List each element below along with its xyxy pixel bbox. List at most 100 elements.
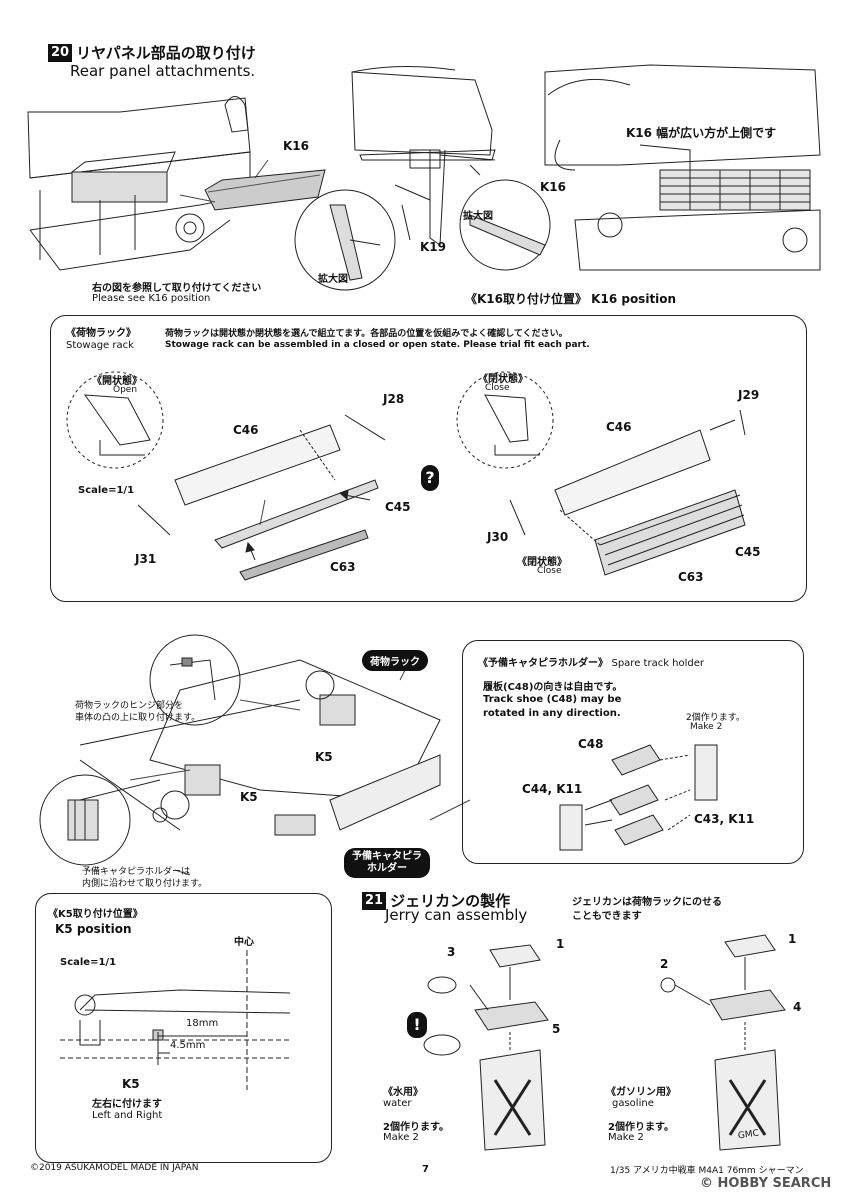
step-number: 20: [48, 43, 73, 62]
part-1-b: 1: [788, 932, 797, 946]
k5-label: K5: [122, 1077, 140, 1091]
open-label-jp: 《開状態》: [92, 376, 142, 387]
label-k16: K16: [283, 139, 309, 153]
jerrycan-water: [423, 944, 549, 1151]
rear-hull-left-drawing: [27, 96, 326, 271]
k5-lr-en: Left and Right: [92, 1110, 163, 1121]
spare-track-panel: [462, 640, 804, 864]
step-title-jp: リヤパネル部品の取り付け: [76, 44, 256, 62]
spare-track-note-jp: 履板(C48)の向きは自由です。: [483, 682, 623, 693]
step21-number: 21: [362, 891, 387, 910]
part-2: 2: [660, 957, 669, 971]
k5-lr-jp: 左右に付けます: [92, 1099, 162, 1110]
footer-copyright: ©2019 ASUKAMODEL MADE IN JAPAN: [30, 1163, 199, 1173]
spare-track-note-en-1: Track shoe (C48) may be: [483, 694, 622, 705]
spare-track-note-en-2: rotated in any direction.: [483, 708, 621, 719]
label-c48: C48: [578, 737, 604, 751]
label-k19: K19: [420, 240, 446, 254]
label-c43-k11: C43, K11: [694, 812, 755, 826]
k16-position-label: 《K16取り付け位置》 K16 position: [465, 292, 677, 306]
step21-header: 21 ジェリカンの製作: [362, 890, 510, 911]
note-jp: 右の図を参照して取り付けてください: [92, 283, 262, 294]
spare-track-heading: 《予備キャタピラホルダー》 Spare track holder: [478, 654, 704, 669]
label-k5-a: K5: [315, 750, 333, 764]
dim-18mm: 18mm: [186, 1018, 219, 1029]
caution-icon: !: [407, 1012, 427, 1038]
water-label-en: water: [383, 1098, 412, 1109]
step20-header: 20 リヤパネル部品の取り付け: [48, 42, 256, 63]
stowage-close-assembly: [509, 409, 746, 576]
stowage-rack-panel: [50, 315, 807, 602]
label-c45-b: C45: [735, 545, 761, 559]
close-label-en-2: Close: [537, 566, 562, 576]
footer-product: 1/35 アメリカ中戦車 M4A1 76mm シャーマン: [610, 1166, 804, 1176]
k5-heading-jp: 《K5取り付け位置》: [48, 909, 143, 920]
hinge-note-2: 車体の凸の上に取り付けます。: [75, 713, 201, 723]
k16-wide-side-note: K16 幅が広い方が上側です: [626, 126, 777, 140]
label-c63-a: C63: [330, 560, 356, 574]
enlarged-circle-2: [394, 179, 551, 271]
center-label: 中心: [234, 937, 254, 948]
stowage-open-assembly: [137, 414, 386, 581]
rear-hull-right-drawing: [544, 64, 821, 271]
k5-heading-en: K5 position: [55, 922, 132, 936]
tag-spare-track-line1: 予備キャタピラ: [352, 851, 422, 862]
part-5: 5: [552, 1022, 561, 1036]
label-k16-b: K16: [540, 180, 566, 194]
jerrycan-gasoline: [660, 934, 786, 1151]
stowage-heading-en: Stowage rack: [66, 340, 134, 351]
close-label-en: Close: [485, 383, 510, 393]
spare-track-make-jp: 2個作ります。: [686, 713, 745, 723]
stowage-heading-jp: 《荷物ラック》: [66, 328, 136, 339]
label-k5-b: K5: [240, 790, 258, 804]
label-c63-b: C63: [678, 570, 704, 584]
watermark: © HOBBY SEARCH: [700, 1176, 832, 1191]
dim-4-5mm: 4.5mm: [170, 1040, 206, 1051]
label-j30: J30: [487, 530, 509, 544]
label-c45-a: C45: [385, 500, 411, 514]
holder-circle: [39, 774, 131, 866]
step-title-en: Rear panel attachments.: [70, 62, 256, 80]
page-number: 7: [422, 1164, 429, 1175]
tag-spare-track-line2: ホルダー: [367, 863, 407, 874]
stowage-desc-jp: 荷物ラックは開状態か閉状態を選んで組立てます。各部品の位置を仮組みでよく確認して…: [165, 329, 568, 339]
tag-spare-track: 予備キャタピラ ホルダー: [344, 848, 430, 878]
k5-scale-label: Scale=1/1: [60, 957, 117, 968]
open-label-en: Open: [113, 385, 138, 395]
holder-note-1: 予備キャタピラホルダーは: [82, 867, 191, 877]
label-j31: J31: [135, 552, 157, 566]
note-en: Please see K16 position: [92, 293, 211, 304]
hinge-note-1: 荷物ラックのヒンジ部分を: [75, 701, 184, 711]
holder-note-2: 内側に沿わせて取り付けます。: [82, 879, 208, 889]
label-j28: J28: [383, 392, 405, 406]
step21-title-jp: ジェリカンの製作: [390, 892, 511, 910]
spare-track-heading-jp: 《予備キャタピラホルダー》: [478, 658, 608, 669]
gas-label-en: gasoline: [612, 1098, 654, 1109]
stowage-open-arrows: [245, 489, 371, 561]
gas-make-en: Make 2: [608, 1132, 644, 1143]
part-1-a: 1: [556, 937, 565, 951]
gas-make-jp: 2個作ります。: [608, 1122, 674, 1133]
scale-label: Scale=1/1: [78, 485, 135, 496]
spare-track-heading-en: Spare track holder: [611, 658, 705, 669]
label-c44-k11: C44, K11: [522, 782, 583, 796]
rear-hull-mid-drawing: [351, 65, 496, 246]
close-label-jp: 《閉状態》: [478, 374, 528, 385]
spare-track-make-en: Make 2: [690, 722, 723, 732]
step21-title-en: Jerry can assembly: [385, 906, 528, 924]
close-label-jp-2: 《閉状態》: [517, 557, 567, 568]
step21-note-jp-2: こともできます: [572, 911, 642, 922]
water-label-jp: 《水用》: [383, 1087, 423, 1098]
label-c46-b: C46: [606, 420, 632, 434]
enlarged-circle-1: [294, 189, 396, 291]
label-c46-a: C46: [233, 423, 259, 437]
step21-note-jp-1: ジェリカンは荷物ラックにのせる: [572, 897, 722, 908]
hinge-circle: [149, 634, 241, 726]
k5-position-drawing: [60, 950, 291, 1090]
tag-stowage-rack: 荷物ラック: [362, 650, 428, 671]
water-make-en: Make 2: [383, 1132, 419, 1143]
label-j29: J29: [738, 388, 760, 402]
close-detail-circle: [456, 371, 554, 469]
rear-hull-assembly: [79, 659, 441, 836]
